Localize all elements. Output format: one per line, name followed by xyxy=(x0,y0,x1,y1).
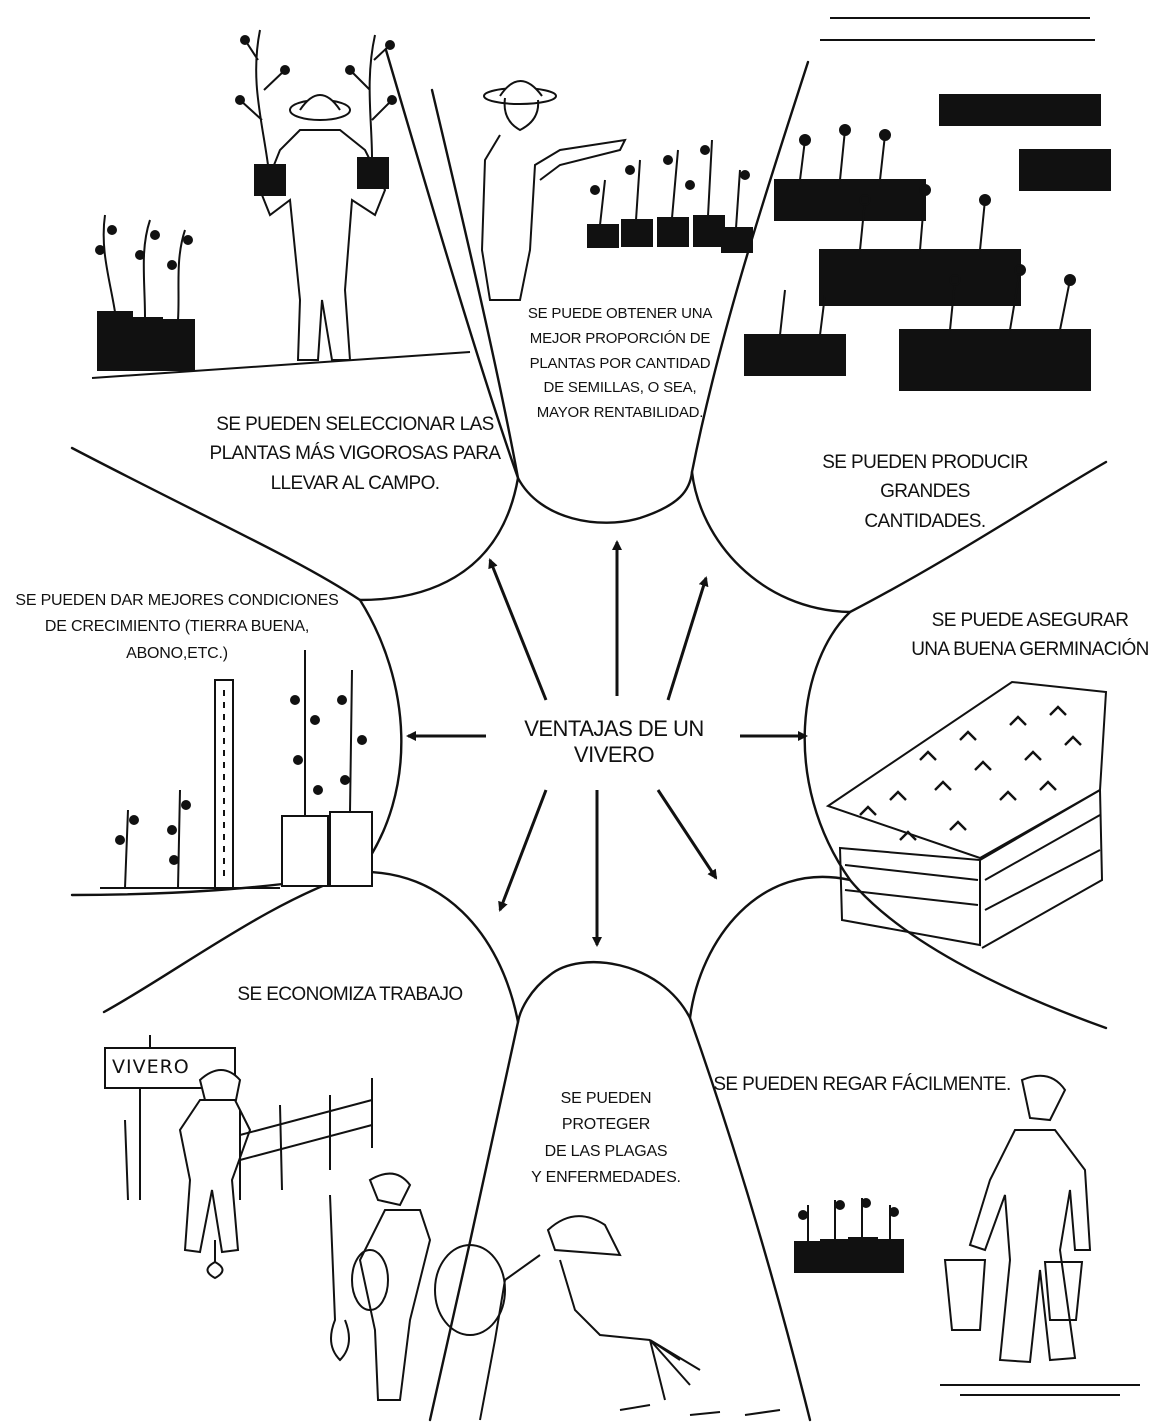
farmer-carrying-plants-illustration xyxy=(91,29,471,379)
rows-of-seedlings-illustration xyxy=(744,17,1111,391)
person-spraying-illustration xyxy=(434,1215,781,1421)
plants-in-bags-illustration xyxy=(100,650,373,889)
petal-outline-right xyxy=(803,610,1108,1030)
advantage-trabajo-text: SE ECONOMIZA TRABAJO xyxy=(237,984,463,1005)
arrows xyxy=(406,540,808,947)
advantage-plagas-text: SE PUEDEN PROTEGER DE LAS PLAGAS Y ENFER… xyxy=(531,1090,681,1187)
workers-at-nursery-gate-illustration xyxy=(104,1035,432,1401)
advantage-regar-text: SE PUEDEN REGAR FÁCILMENTE. xyxy=(713,1074,1011,1095)
petal-outlines xyxy=(70,48,1108,1422)
advantage-proporcion-text: SE PUEDE OBTENER UNA MEJOR PROPORCIÓN DE… xyxy=(527,305,713,421)
arrow-up-left xyxy=(488,558,548,701)
arrow-down-right xyxy=(656,789,718,880)
arrow-up-right xyxy=(666,576,709,701)
vivero-sign-text: VIVERO xyxy=(112,1056,190,1078)
arrow-down-left xyxy=(498,789,548,912)
advantage-cantidades-text: SE PUEDEN PRODUCIR GRANDES CANTIDADES. xyxy=(822,452,1028,532)
vivero-sign xyxy=(104,1047,236,1089)
advantage-condiciones-text: SE PUEDEN DAR MEJORES CONDICIONES DE CRE… xyxy=(15,592,339,662)
raised-seedbed-illustration xyxy=(825,680,1108,949)
advantage-germinacion-text: SE PUEDE ASEGURAR UNA BUENA GERMINACIÓN xyxy=(911,610,1149,661)
advantage-seleccionar-text: SE PUEDEN SELECCIONAR LAS PLANTAS MÁS VI… xyxy=(209,414,502,494)
petal-outline-top-left xyxy=(70,48,520,602)
petal-outline-top-center xyxy=(430,60,810,524)
petal-outline-bottom-right xyxy=(688,875,852,1422)
farmer-pointing-illustration xyxy=(480,80,753,301)
center-title: VENTAJAS DE UN VIVERO xyxy=(488,716,740,768)
person-carrying-buckets-illustration xyxy=(794,1074,1140,1396)
